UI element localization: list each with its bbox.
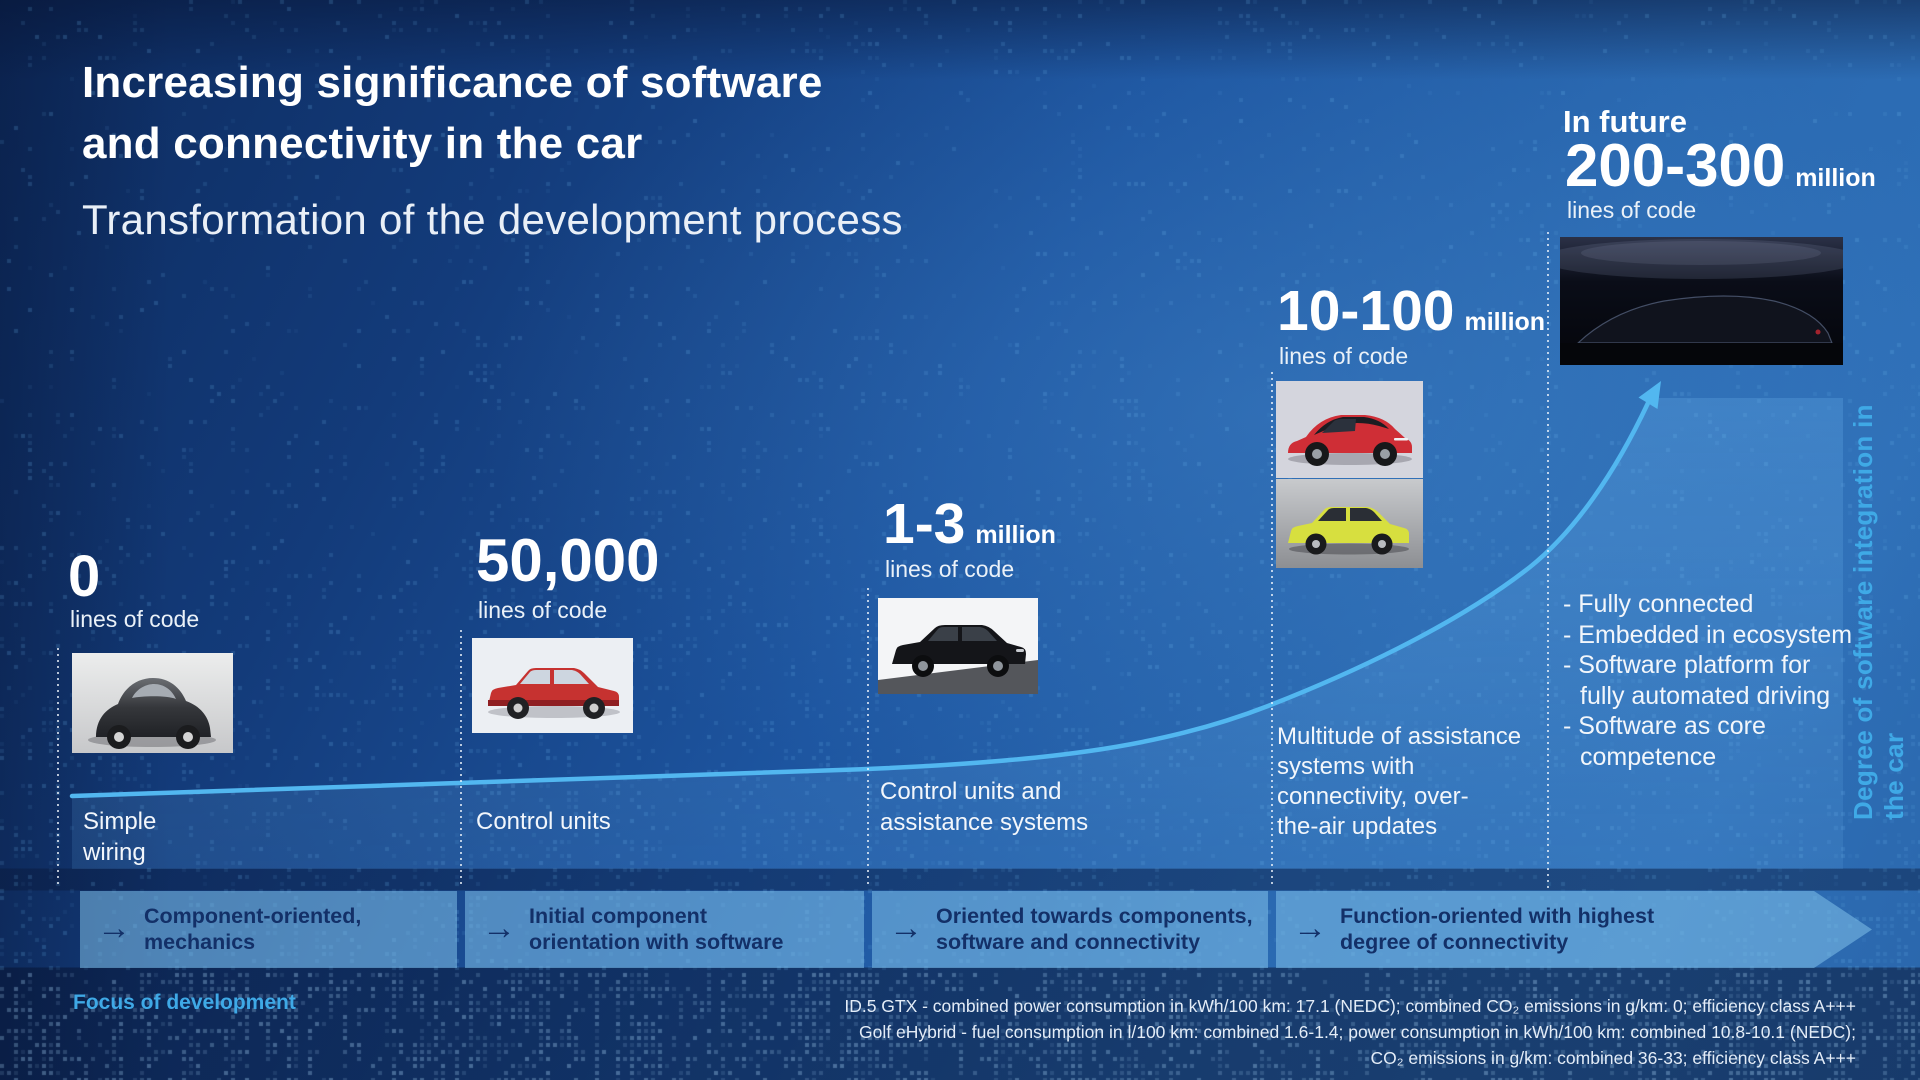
stage3-caption: lines of code [885, 556, 1015, 582]
future-bullet: - Software as core competence [1563, 712, 1766, 771]
stage2-value: 50,000 [476, 527, 660, 594]
car-image-future-silhouette [1560, 237, 1843, 365]
right-arrow-icon: → [889, 909, 923, 947]
stage1-caption: lines of code [70, 606, 200, 632]
band-segment-3-label: Oriented towards components, software an… [936, 904, 1253, 954]
page-title: Increasing significance of software and … [82, 58, 823, 168]
page-subtitle: Transformation of the development proces… [82, 196, 903, 243]
band-segment-1: → Component-oriented, mechanics [80, 891, 457, 968]
stage-divider-2 [460, 630, 462, 888]
disclaimer-line: Golf eHybrid - fuel consumption in l/100… [859, 1022, 1856, 1043]
right-arrow-icon: → [482, 909, 516, 947]
future-bullet: - Software platform for fully automated … [1563, 651, 1831, 710]
stage-divider-4 [1271, 372, 1273, 888]
band-segment-4-label: Function-oriented with highest degree of… [1340, 904, 1655, 954]
stage2-caption: lines of code [478, 597, 608, 623]
future-bullet: - Fully connected [1563, 590, 1754, 618]
stage-divider-1 [57, 648, 59, 888]
future-heading: In future [1563, 104, 1687, 139]
car-image-id-gtx [1276, 381, 1423, 478]
future-bullet-list: - Fully connected - Embedded in ecosyste… [1563, 589, 1873, 772]
band-segment-1-label: Component-oriented, mechanics [144, 904, 362, 954]
band-segment-4: → Function-oriented with highest degree … [1276, 891, 1872, 968]
stage4-description: Multitude of assistance systems with con… [1277, 723, 1522, 840]
stage4-caption: lines of code [1279, 343, 1409, 369]
growth-curve-line [69, 400, 1651, 799]
future-unit: million [1795, 164, 1876, 192]
stage4-unit: million [1464, 308, 1546, 336]
car-image-golf-mk2 [472, 638, 633, 733]
stage3-unit: million [975, 521, 1056, 549]
band-segment-2-label: Initial component orientation with softw… [529, 904, 784, 954]
focus-of-development-label: Focus of development [73, 991, 296, 1014]
stage3-description: Control units and assistance systems [880, 778, 1089, 836]
car-image-beetle [72, 653, 233, 753]
stage-divider-5 [1547, 232, 1549, 888]
emissions-disclaimer: ID.5 GTX - combined power consumption in… [844, 993, 1856, 1072]
disclaimer-line: CO₂ emissions in g/km: combined 36-33; e… [1370, 1048, 1856, 1069]
right-arrow-icon: → [97, 909, 131, 947]
future-caption: lines of code [1567, 197, 1697, 223]
car-image-passat [878, 598, 1038, 694]
car-image-golf-8 [1276, 479, 1423, 568]
band-segment-2: → Initial component orientation with sof… [465, 891, 864, 968]
disclaimer-line: ID.5 GTX - combined power consumption in… [844, 996, 1856, 1016]
y-axis-label: Degree of software integration in the ca… [1848, 404, 1909, 820]
right-arrow-icon: → [1293, 909, 1327, 947]
stage1-value: 0 [68, 544, 101, 609]
curve-arrowhead-icon [1638, 381, 1661, 409]
stage2-description: Control units [476, 808, 611, 835]
area-under-curve [72, 398, 1843, 869]
future-bullet: - Embedded in ecosystem [1563, 620, 1853, 649]
stage1-description: Simple wiring [83, 808, 157, 866]
stage-divider-3 [867, 588, 869, 888]
band-segment-3: → Oriented towards components, software … [872, 891, 1268, 968]
